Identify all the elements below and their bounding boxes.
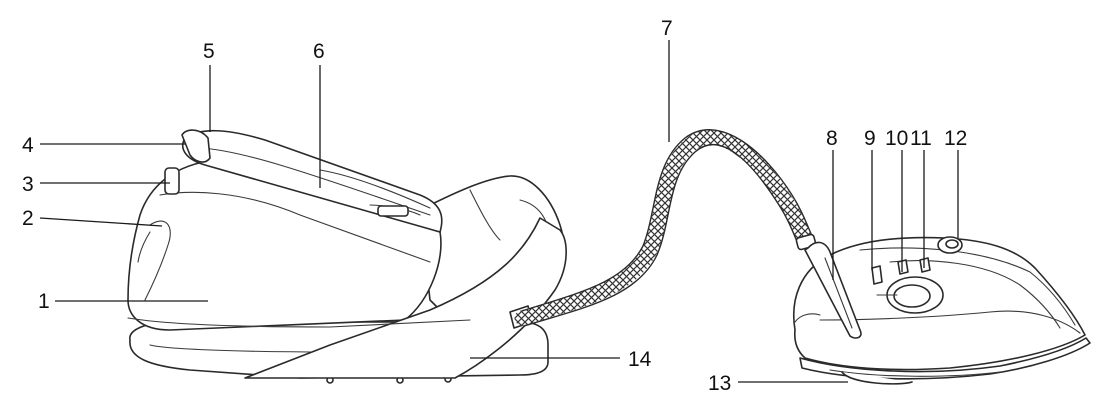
base-station — [127, 129, 567, 384]
callout-2: 2 — [22, 207, 34, 230]
steam-button — [871, 265, 883, 285]
callout-labels: 1 2 3 4 5 6 7 8 9 10 11 12 13 14 — [22, 17, 967, 395]
boost-button — [919, 257, 931, 273]
callout-10: 10 — [885, 127, 908, 150]
callout-4: 4 — [22, 134, 34, 157]
callout-5: 5 — [203, 40, 215, 63]
hose-braid — [514, 129, 813, 326]
heel-rest — [841, 371, 913, 385]
lid-handle — [181, 129, 211, 163]
callout-14: 14 — [628, 348, 652, 371]
callout-1: 1 — [38, 290, 50, 313]
callout-8: 8 — [826, 127, 838, 150]
lock-button — [164, 167, 180, 195]
callout-7: 7 — [661, 17, 673, 40]
leader-2 — [39, 217, 163, 227]
steam-hose — [514, 129, 817, 327]
callout-13: 13 — [708, 372, 731, 395]
leader-lines — [39, 40, 959, 383]
callout-6: 6 — [313, 40, 325, 63]
soleplate — [799, 337, 1091, 380]
steam-iron — [793, 236, 1091, 385]
callout-9: 9 — [864, 127, 876, 150]
front-band — [244, 217, 567, 379]
eco-button — [897, 259, 909, 275]
callout-12: 12 — [944, 127, 967, 150]
callout-11: 11 — [910, 127, 932, 150]
callout-3: 3 — [22, 173, 34, 196]
